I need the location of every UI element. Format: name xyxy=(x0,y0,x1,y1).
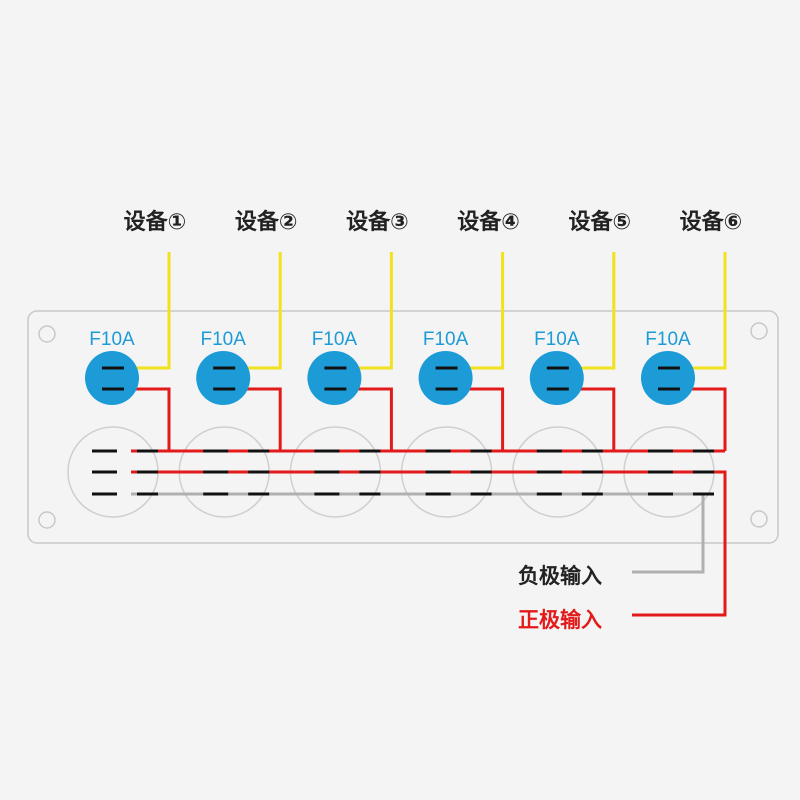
device-wires xyxy=(122,252,727,370)
device-wire-3 xyxy=(344,252,393,370)
fuse-2 xyxy=(196,351,251,405)
mounting-hole-bottom-left xyxy=(38,511,56,529)
fuse-3 xyxy=(307,351,362,405)
fuse-rating-6: F10A xyxy=(645,329,691,350)
device-labels: 设备① 设备② 设备③ 设备④ 设备⑤ 设备⑥ xyxy=(124,209,743,235)
mounting-hole-bottom-right xyxy=(750,510,768,528)
switch-terminals xyxy=(92,449,714,496)
device-label-5: 设备⑤ xyxy=(568,209,631,235)
fuse-rating-5: F10A xyxy=(534,329,580,350)
fuse-6 xyxy=(641,351,695,405)
fuse-feed-wire-1 xyxy=(122,387,171,451)
fuse-feed-wire-3 xyxy=(344,387,393,451)
device-wire-5 xyxy=(566,252,616,370)
negative-wires xyxy=(131,492,705,574)
fuse-rating-3: F10A xyxy=(312,329,358,350)
device-label-2: 设备② xyxy=(235,209,298,235)
device-wire-4 xyxy=(455,252,505,370)
fuses: F10A F10A F10A F10A F10A F10A xyxy=(85,329,695,405)
fuse-feed-wire-5 xyxy=(566,387,616,451)
device-wire-1 xyxy=(122,252,171,370)
device-wire-2 xyxy=(233,252,282,370)
fuse-rating-1: F10A xyxy=(89,329,135,350)
device-label-3: 设备③ xyxy=(346,209,409,235)
fuse-rating-2: F10A xyxy=(200,329,246,350)
fuse-feed-wire-4 xyxy=(455,387,505,451)
device-label-6: 设备⑥ xyxy=(680,209,743,235)
fuse-rating-4: F10A xyxy=(423,329,469,350)
device-label-1: 设备① xyxy=(124,209,187,235)
fuse-feed-wire-2 xyxy=(233,387,282,451)
fuse-5 xyxy=(529,351,584,405)
switch-panel xyxy=(27,310,779,544)
negative-input-label: 负极输入 xyxy=(518,564,602,588)
mounting-hole-top-right xyxy=(750,322,768,340)
fuse-4 xyxy=(418,351,473,405)
mounting-hole-top-left xyxy=(38,325,56,343)
fuse-feed-wire-6 xyxy=(678,387,727,451)
positive-input-label: 正极输入 xyxy=(518,608,602,632)
fuse-1 xyxy=(85,351,139,405)
device-label-4: 设备④ xyxy=(457,209,520,235)
negative-input-wire xyxy=(131,492,705,574)
device-wire-6 xyxy=(678,252,727,370)
